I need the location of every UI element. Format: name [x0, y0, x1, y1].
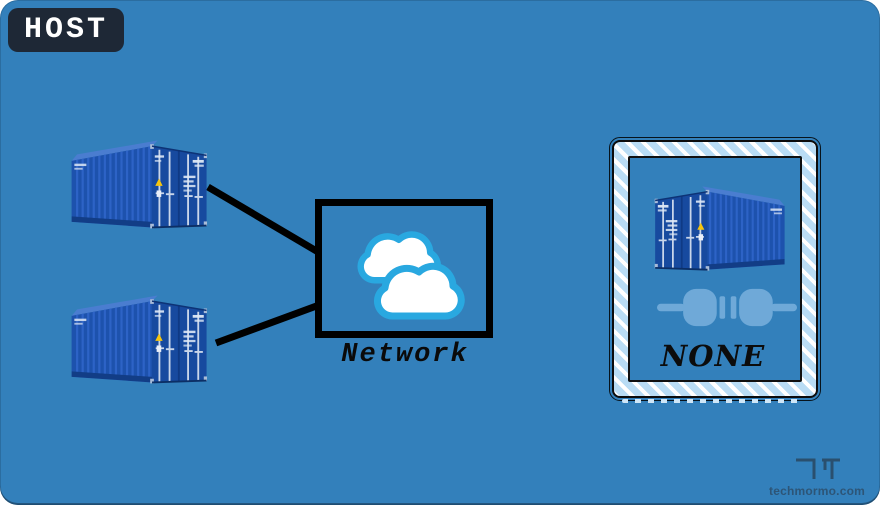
network-label: Network — [341, 340, 469, 370]
watermark: techmormo.com — [762, 457, 872, 500]
shipping-container-3 — [648, 181, 790, 275]
host-badge-label: HOST — [23, 13, 108, 47]
shipping-container-1 — [66, 135, 214, 233]
disconnected-plug-icon — [657, 288, 797, 327]
host-badge: HOST — [8, 8, 124, 52]
connection-line-2 — [214, 297, 332, 347]
shipping-container-2 — [66, 290, 214, 388]
watermark-text: techmormo.com — [769, 484, 865, 498]
techmormo-logo-icon — [796, 458, 840, 479]
none-label: NONE — [660, 339, 766, 373]
cloud-icon — [357, 231, 465, 320]
frame-sketch-dashes — [622, 399, 804, 403]
connection-line-1 — [206, 183, 332, 263]
